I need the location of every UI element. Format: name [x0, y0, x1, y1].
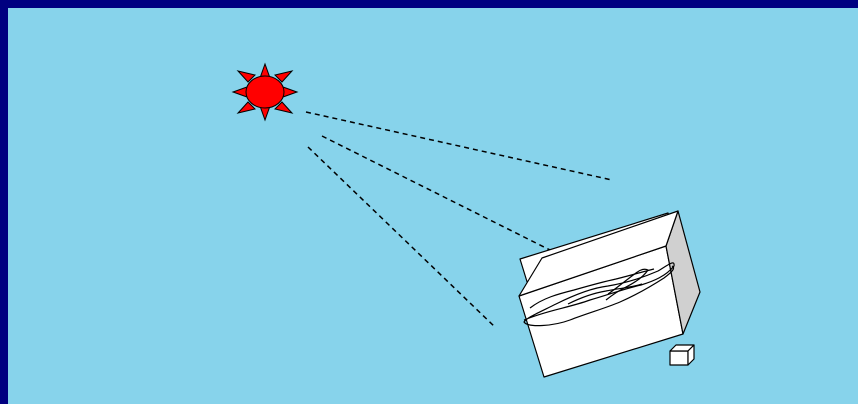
light-ray-middle: [321, 135, 553, 252]
sun-icon: [231, 62, 299, 122]
light-ray-bottom: [307, 146, 497, 329]
sun-disk: [245, 75, 285, 109]
diagram-svg: [231, 62, 701, 378]
box-stain: [523, 262, 675, 327]
light-ray-top: [305, 111, 613, 181]
cube-front-face: [669, 350, 689, 366]
cube-side-face: [687, 344, 695, 366]
light-rays: [305, 111, 613, 329]
diagram-canvas: [8, 8, 858, 404]
cube-icon: [669, 344, 695, 366]
sun-rays: [231, 62, 299, 122]
box-icon: [518, 210, 701, 378]
box-top-edge: [518, 210, 679, 297]
